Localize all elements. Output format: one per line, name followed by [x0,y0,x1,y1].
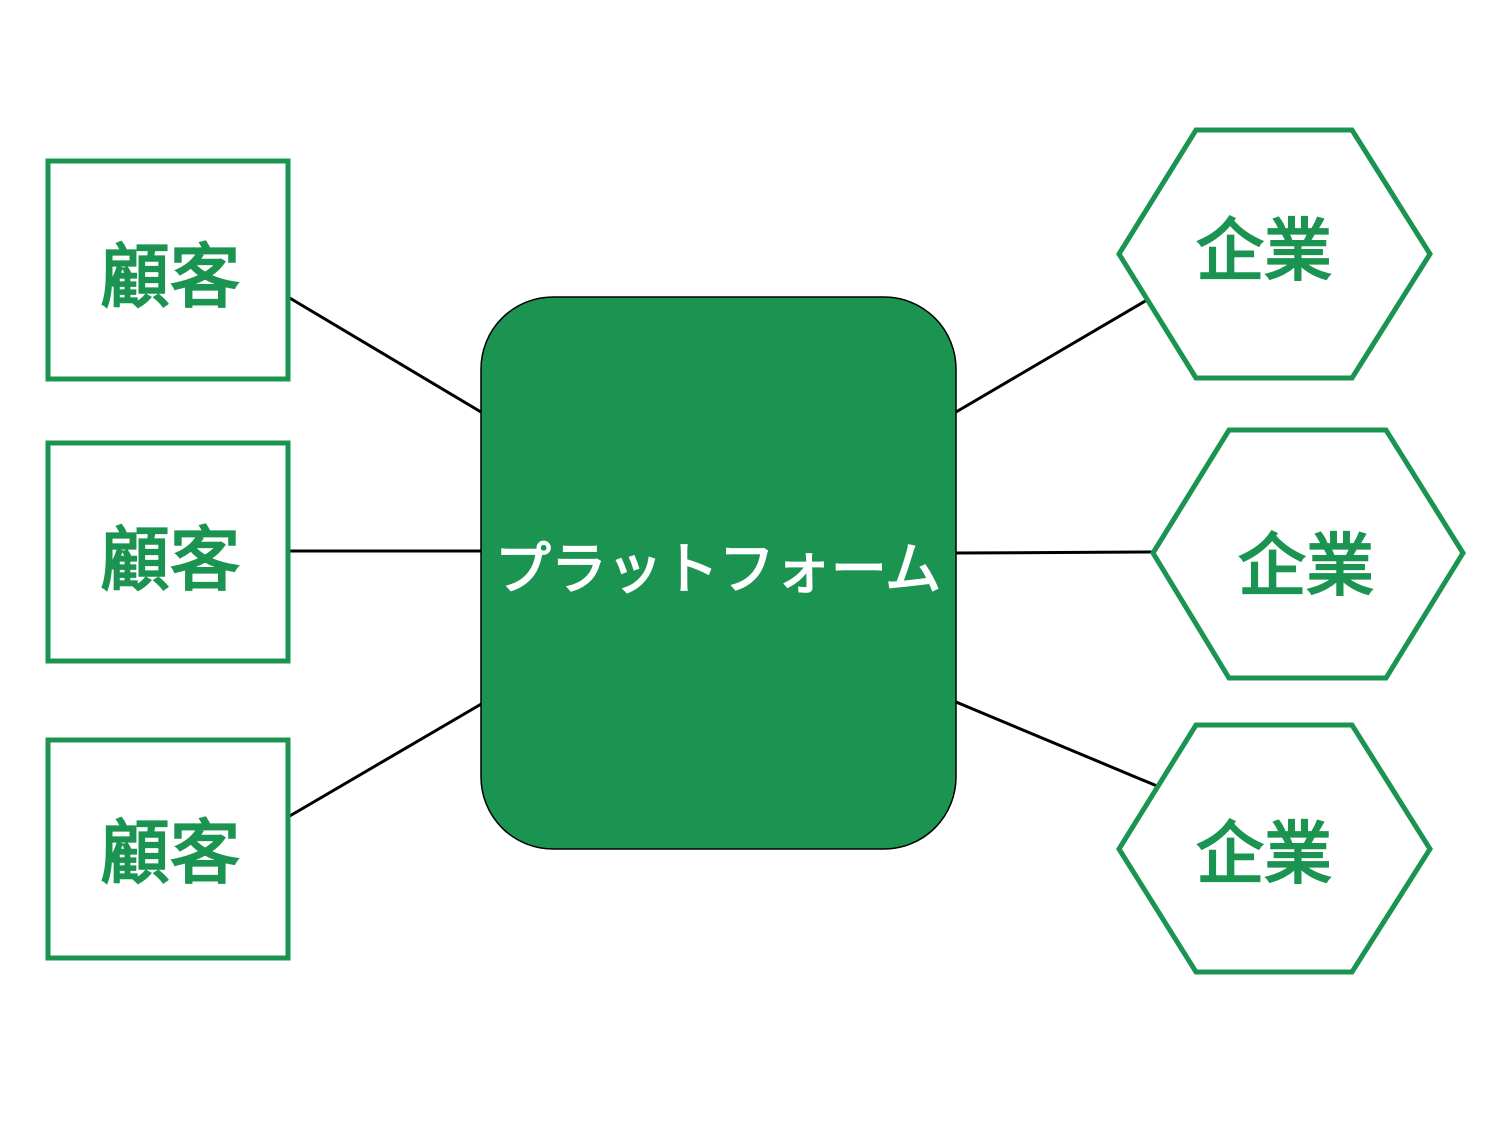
platform-label: プラットフォーム [495,538,941,603]
customer-node: 顧客 [45,440,291,664]
company-node: 企業 [1116,127,1433,381]
platform-node: プラットフォーム [480,296,957,850]
company-hexagon [1116,722,1433,975]
connector-company-1 [955,298,1148,414]
customer-node: 顧客 [45,737,291,961]
company-label: 企業 [1196,213,1332,292]
connectors [287,295,1158,819]
company-hexagon [1116,127,1433,381]
company-node: 企業 [1150,427,1466,681]
platform-box [480,296,957,850]
customer-label: 顧客 [100,236,240,318]
customer-box [45,737,291,961]
connector-company-3 [955,700,1158,788]
company-label: 企業 [1196,816,1332,895]
customer-box [45,440,291,664]
connector-customer-3 [287,701,484,819]
company-hexagon [1150,427,1466,681]
customer-label: 顧客 [100,519,240,601]
customer-node: 顧客 [45,158,291,382]
company-label: 企業 [1238,528,1374,607]
customer-box [45,158,291,382]
connector-customer-1 [287,295,482,414]
connector-company-2 [955,550,1154,555]
company-node: 企業 [1116,722,1433,975]
customer-label: 顧客 [100,812,240,894]
